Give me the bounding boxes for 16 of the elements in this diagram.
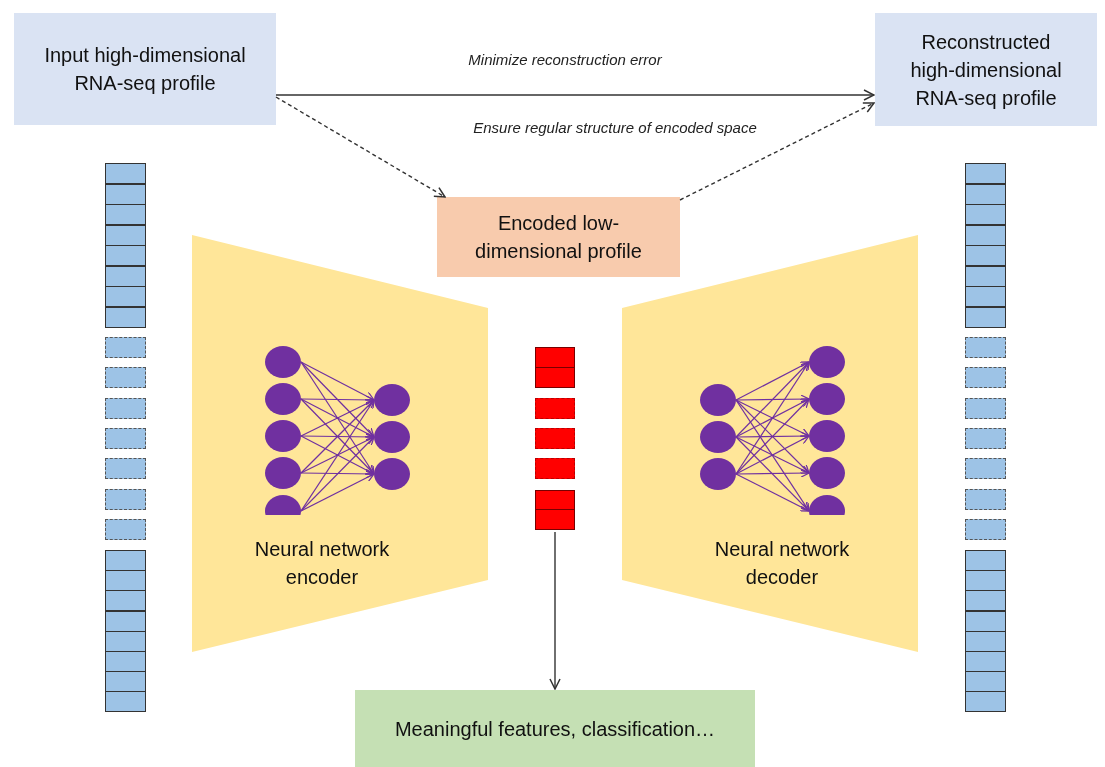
encoded-vector-bar <box>535 347 575 530</box>
arrow <box>275 89 875 101</box>
arrow <box>275 96 446 198</box>
node-label: Neural network decoder <box>713 537 851 590</box>
profile-box <box>875 13 1097 126</box>
output-box <box>355 690 755 767</box>
profile-box <box>14 13 276 125</box>
arrow <box>679 102 875 201</box>
annotation-text: Ensure regular structure of encoded space <box>472 117 758 138</box>
node-label: Input high-dimensional RNA-seq profile <box>43 43 247 96</box>
encoded-box <box>437 197 680 277</box>
node-label: Reconstructed high-dimensional RNA-seq profile <box>909 29 1063 111</box>
node-label: Meaningful features, classification… <box>394 716 716 742</box>
node-label: Encoded low-dimensional profile <box>474 211 643 264</box>
arrow <box>549 531 561 690</box>
node-label: Neural network encoder <box>253 537 391 590</box>
